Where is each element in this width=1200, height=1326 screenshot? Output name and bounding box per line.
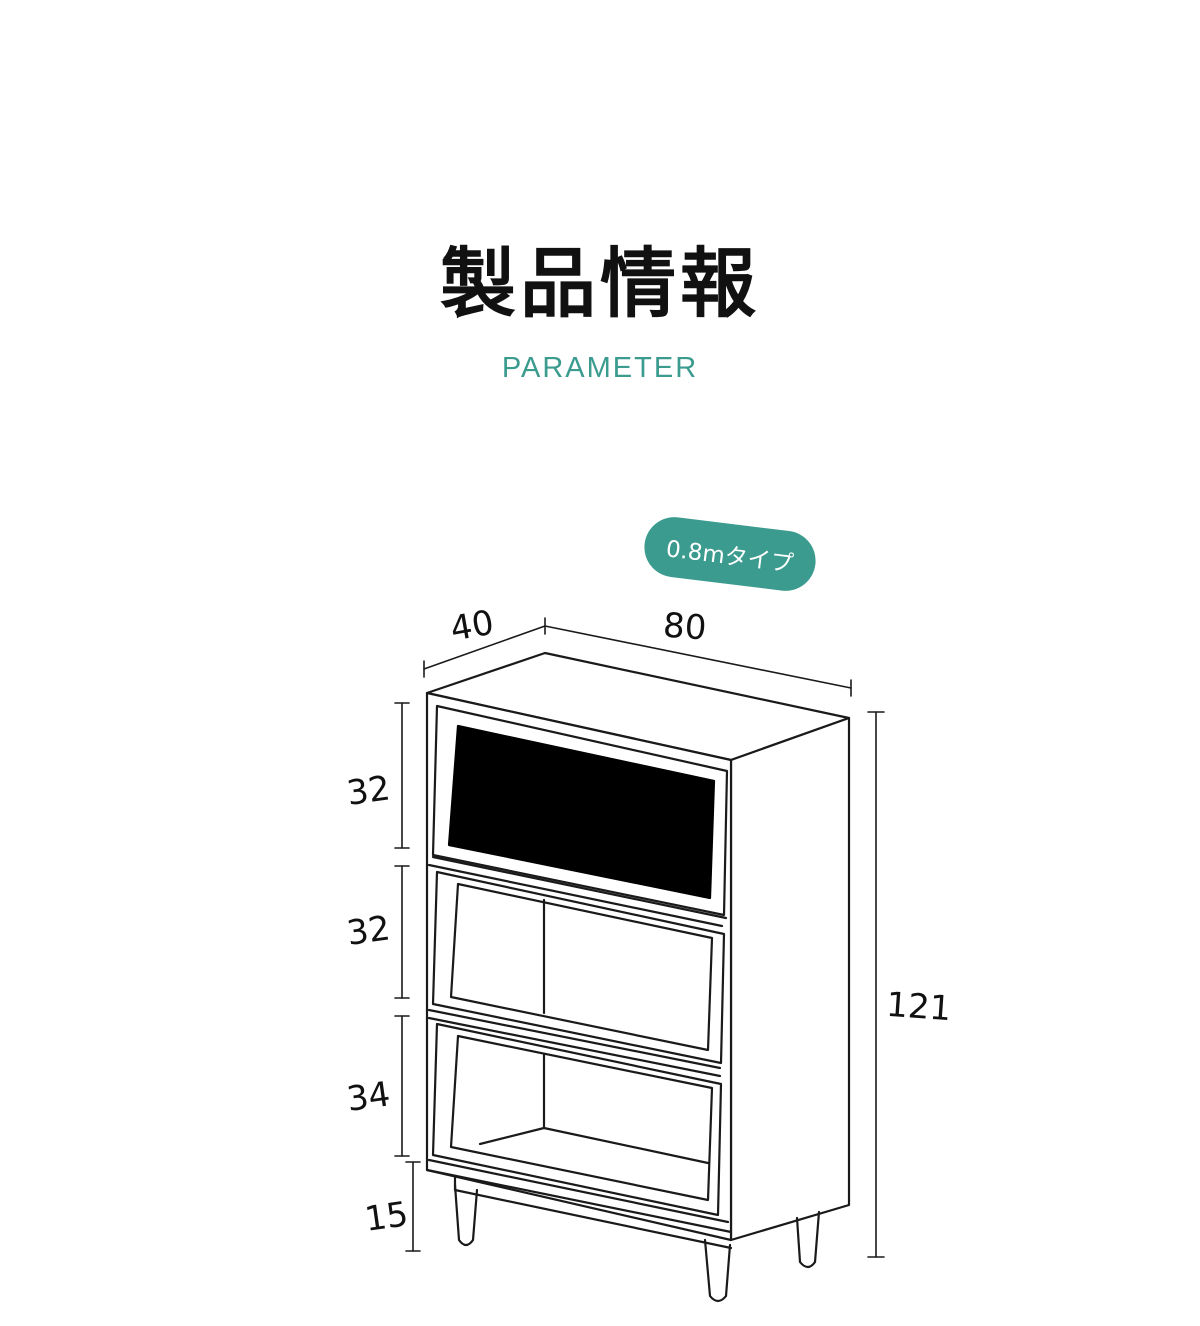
leg-front-right <box>703 1238 732 1303</box>
drawer-top-frame <box>431 704 729 917</box>
drawer-top-rail-edge <box>427 863 724 928</box>
drawer-middle-rail <box>427 1008 722 1070</box>
leg-front-left <box>453 1183 479 1247</box>
drawer-bottom-inner-floor <box>478 1126 710 1165</box>
dimension-label-depth: 40 <box>447 603 497 650</box>
page-subtitle: PARAMETER <box>501 352 699 384</box>
page-title: 製品情報 <box>440 239 760 328</box>
drawer-middle-frame <box>431 870 726 1065</box>
cabinet-side-face <box>729 716 851 1242</box>
drawer-bottom-frame <box>431 1022 723 1217</box>
dimension-label-section-middle: 32 <box>344 908 392 954</box>
cabinet-base-rail <box>427 1158 730 1224</box>
drawer-top-rail <box>431 855 728 920</box>
cabinet-base-rail-edge <box>425 1168 733 1234</box>
dimension-line-depth <box>423 625 546 670</box>
dimension-label-total-height: 121 <box>885 985 953 1029</box>
leg-back-right <box>795 1210 821 1269</box>
dimension-label-legs: 15 <box>362 1194 410 1240</box>
drawer-bottom-glass <box>449 1034 714 1202</box>
dimension-label-width: 80 <box>662 606 708 649</box>
dimension-label-section-top: 32 <box>344 768 392 814</box>
dimension-line-width <box>544 625 852 689</box>
drawer-top-dark-panel <box>447 724 716 900</box>
drawer-middle-glass <box>449 882 714 1052</box>
drawer-middle-rail-edge <box>427 1016 722 1078</box>
dimension-label-section-bottom: 34 <box>344 1074 392 1120</box>
